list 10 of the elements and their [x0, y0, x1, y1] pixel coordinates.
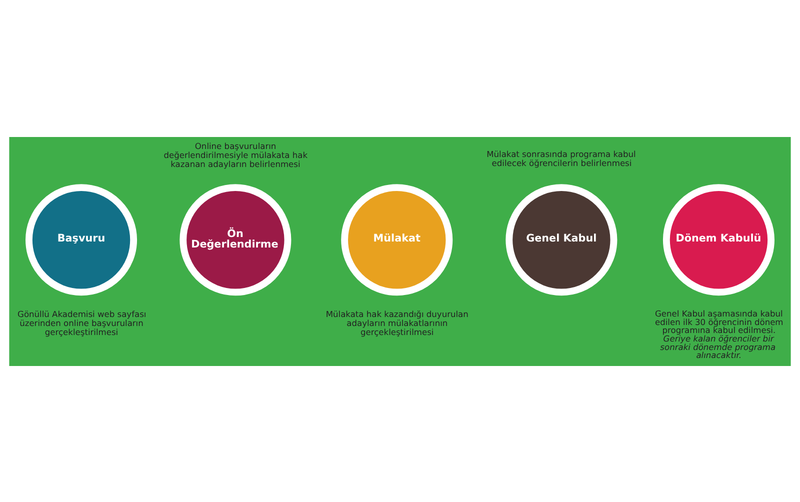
- node-circle: Mülakat: [341, 184, 453, 296]
- node-label: Mülakata hak kazandığı duyurulan adayların mülakatlarının gerçekleştirilmesi: [326, 308, 468, 336]
- node-circle: Dönem Kabulü: [662, 184, 774, 296]
- node-circle: Genel Kabul: [506, 184, 618, 296]
- node-label: Mülakat sonrasında programa kabul edilecek öğrencilerin belirlenmesi: [486, 148, 636, 168]
- node-label: Genel Kabul aşamasında kabul edilen ilk 30 öğrencinin dönem programına kabul edilmesi.: [654, 308, 784, 335]
- node-circle: Ön Değerlendirme: [180, 184, 292, 296]
- node-label: Gönüllü Akademisi web sayfası üzerinden online başvuruların gerçekleştirilmesi: [18, 308, 146, 336]
- node-label: Online başvuruların değerlendirilmesiyle mülakata hak kazanan adayların belirlenmesi: [164, 140, 308, 169]
- node-circle: Başvuru: [26, 184, 138, 296]
